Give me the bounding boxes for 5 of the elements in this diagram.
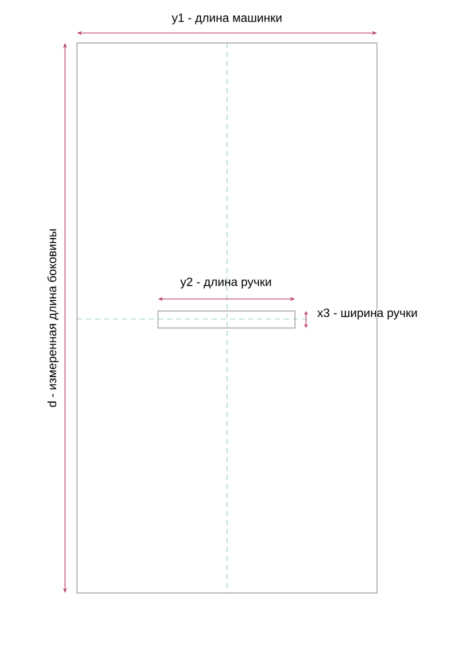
dimension-label: d - измеренная длина боковины	[47, 229, 59, 407]
dimension-label: y1 - длина машинки	[172, 14, 282, 24]
dimension-label: x3 - ширина ручки	[317, 308, 417, 320]
dimension-label: y2 - длина ручки	[180, 278, 271, 288]
slot-outline	[158, 310, 296, 328]
